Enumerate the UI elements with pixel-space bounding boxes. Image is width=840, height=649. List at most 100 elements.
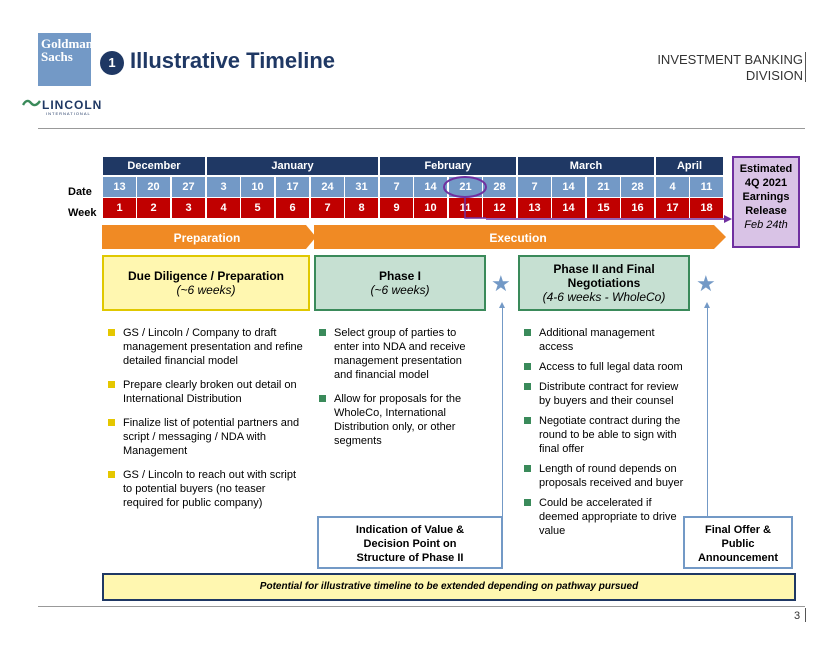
week-cell: 16: [621, 198, 654, 218]
week-cell: 1: [103, 198, 136, 218]
page-number: 3: [794, 610, 801, 622]
bullet-item: Allow for proposals for the WholeCo, Int…: [319, 392, 483, 448]
indication-line1: Indication of Value &: [355, 524, 465, 536]
lincoln-logo-text: LINCOLN: [42, 98, 103, 112]
bullet-item: Prepare clearly broken out detail on Int…: [108, 378, 306, 406]
week-cell: 15: [587, 198, 620, 218]
date-cell: 28: [483, 177, 516, 197]
indication-connector-line: [502, 308, 503, 516]
month-header: March: [518, 157, 654, 175]
date-cell: 14: [552, 177, 585, 197]
date-cell: 28: [621, 177, 654, 197]
gs-logo-line1: Goldman: [41, 36, 94, 51]
final-offer-arrowhead-icon: [704, 302, 710, 308]
week-cell: 13: [518, 198, 551, 218]
header-rule: [38, 128, 805, 129]
division-label: INVESTMENT BANKING DIVISION: [657, 52, 803, 84]
lincoln-logo-subtext: INTERNATIONAL: [46, 111, 91, 116]
week-cell: 4: [207, 198, 240, 218]
phase2-title-line1: Phase II and Final: [553, 262, 655, 276]
bullet-item: Access to full legal data room: [524, 360, 684, 374]
highlight-ellipse-feb-21: [443, 176, 487, 219]
month-header: April: [656, 157, 723, 175]
lincoln-wave-icon: [22, 99, 41, 107]
week-cell: 12: [483, 198, 516, 218]
footer-rule: [38, 606, 805, 607]
bullet-item: Additional management access: [524, 326, 684, 354]
milestone-star-icon: ★: [491, 271, 511, 296]
week-cell: 6: [276, 198, 309, 218]
month-header: December: [103, 157, 205, 175]
final-offer-line1: Final Offer &: [704, 524, 771, 536]
week-cell: 9: [380, 198, 413, 218]
date-cell: 21: [449, 177, 482, 197]
final-offer-line3: Announcement: [697, 552, 779, 564]
week-cell: 10: [414, 198, 447, 218]
due-diligence-box: Due Diligence / Preparation (~6 weeks): [102, 255, 310, 311]
phase2-title-line2: Negotiations: [567, 276, 641, 290]
earnings-line2: 4Q 2021: [744, 177, 788, 189]
date-cell: 17: [276, 177, 309, 197]
phase1-box: Phase I (~6 weeks): [314, 255, 486, 311]
phase-arrows: [102, 225, 726, 249]
earnings-line3: Earnings: [742, 191, 790, 203]
final-offer-callout: Final Offer & Public Announcement: [683, 516, 793, 569]
week-cell: 2: [137, 198, 170, 218]
week-cell: 7: [311, 198, 344, 218]
phase1-duration: (~6 weeks): [370, 283, 430, 297]
division-line1: INVESTMENT BANKING: [657, 52, 803, 67]
week-cell: 17: [656, 198, 689, 218]
gs-logo-line2: Sachs: [41, 49, 73, 64]
earnings-release-box: Estimated 4Q 2021 Earnings Release Feb 2…: [732, 156, 800, 248]
final-offer-connector-line: [707, 308, 708, 516]
week-row-label: Week: [68, 207, 97, 219]
bullet-item: GS / Lincoln to reach out with script to…: [108, 468, 306, 510]
month-header: February: [380, 157, 516, 175]
indication-arrowhead-icon: [499, 302, 505, 308]
division-line2: DIVISION: [745, 68, 803, 83]
goldman-sachs-logo: Goldman Sachs: [38, 33, 94, 86]
week-cell: 3: [172, 198, 205, 218]
earnings-line1: Estimated: [739, 163, 793, 175]
timeline-extension-note: Potential for illustrative timeline to b…: [102, 573, 796, 601]
date-row-label: Date: [68, 186, 92, 198]
page-number-divider: [805, 608, 806, 622]
phase2-duration: (4-6 weeks - WholeCo): [542, 290, 666, 304]
section-number-badge: 1: [100, 51, 124, 75]
date-cell: 31: [345, 177, 378, 197]
date-cell: 27: [172, 177, 205, 197]
phase1-title: Phase I: [378, 269, 422, 283]
indication-line2: Decision Point on: [363, 538, 457, 550]
bullet-item: Could be accelerated if deemed appropria…: [524, 496, 684, 538]
date-cell: 11: [690, 177, 723, 197]
preparation-arrow-label: Preparation: [173, 231, 241, 245]
earnings-line4: Release: [745, 205, 787, 217]
date-cell: 24: [311, 177, 344, 197]
date-cell: 14: [414, 177, 447, 197]
date-cell: 7: [518, 177, 551, 197]
final-offer-line2: Public: [721, 538, 755, 550]
due-diligence-bullets: GS / Lincoln / Company to draft manageme…: [108, 326, 306, 520]
date-cell: 21: [587, 177, 620, 197]
phase1-bullets: Select group of parties to enter into ND…: [319, 326, 483, 458]
bullet-item: Select group of parties to enter into ND…: [319, 326, 483, 382]
page-title: Illustrative Timeline: [130, 48, 336, 73]
bullet-item: Distribute contract for review by buyers…: [524, 380, 684, 408]
indication-of-value-callout: Indication of Value & Decision Point on …: [317, 516, 503, 569]
bullet-item: GS / Lincoln / Company to draft manageme…: [108, 326, 306, 368]
date-cell: 4: [656, 177, 689, 197]
week-cell: 5: [241, 198, 274, 218]
due-diligence-duration: (~6 weeks): [176, 283, 236, 297]
milestone-star-icon: ★: [696, 271, 716, 296]
earnings-connector-arrow: [486, 215, 732, 223]
division-divider: [805, 52, 806, 82]
date-cell: 10: [241, 177, 274, 197]
date-cell: 20: [137, 177, 170, 197]
month-header: January: [207, 157, 378, 175]
bullet-item: Length of round depends on proposals rec…: [524, 462, 684, 490]
week-cell: 14: [552, 198, 585, 218]
date-cell: 3: [207, 177, 240, 197]
date-cell: 13: [103, 177, 136, 197]
bullet-item: Negotiate contract during the round to b…: [524, 414, 684, 456]
